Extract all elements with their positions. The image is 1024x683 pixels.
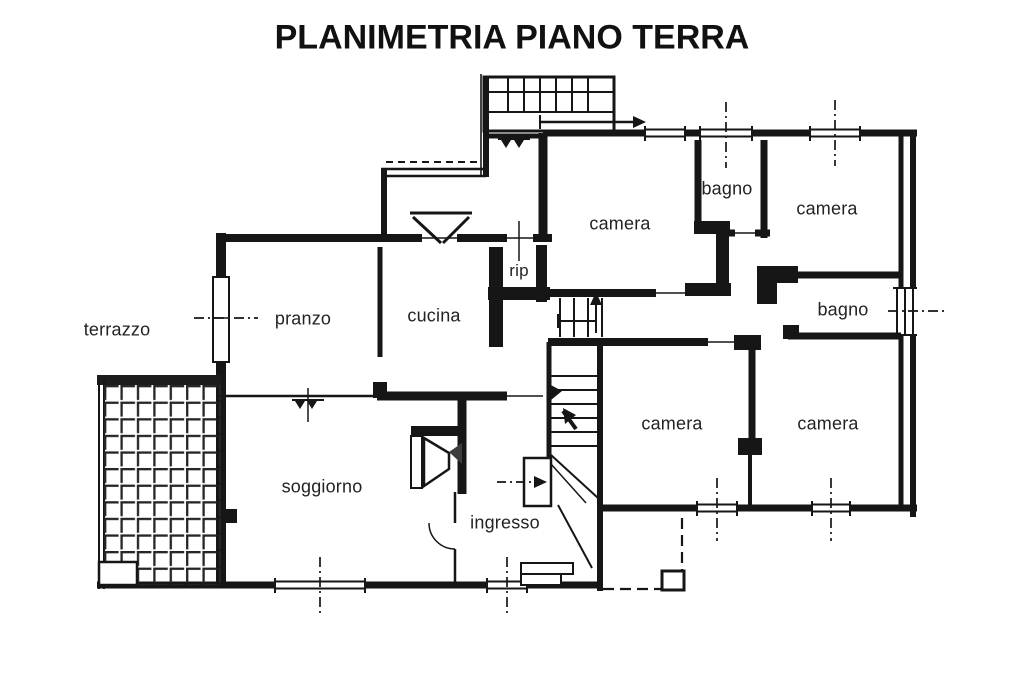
- vent-icon: [498, 138, 530, 148]
- external-staircase: [480, 74, 646, 177]
- porch-column: [660, 569, 686, 592]
- room-label-soggiorno: soggiorno: [281, 476, 363, 497]
- south-wall-right: [597, 478, 917, 541]
- room-label-camera-nw: camera: [589, 213, 651, 234]
- kitchen-bay: [381, 161, 486, 238]
- walls-group: [97, 74, 946, 617]
- window: [811, 478, 851, 541]
- duct-north: [685, 221, 731, 296]
- room-label-ingresso: ingresso: [470, 512, 540, 533]
- room-label-bagno-e: bagno: [817, 299, 869, 320]
- room-label-camera-ne: camera: [796, 198, 858, 219]
- east-wall: [888, 130, 946, 517]
- stair-direction-arrow: [539, 115, 646, 129]
- window: [696, 478, 738, 541]
- window: [809, 100, 861, 166]
- window: [194, 276, 258, 363]
- stair-arrow: [497, 476, 547, 488]
- room-label-cucina: cucina: [407, 305, 461, 326]
- porch-outline: [603, 518, 686, 592]
- rip-walls: [488, 245, 550, 347]
- entry-steps: [520, 562, 574, 586]
- camera-nw-walls: [538, 133, 702, 297]
- soggiorno-north-wall: [219, 382, 543, 401]
- splayed-door: [410, 211, 472, 245]
- room-label-camera-sw: camera: [641, 413, 703, 434]
- north-wall: [543, 100, 917, 168]
- vent-icon: [292, 388, 324, 422]
- room-label-rip: rip: [509, 261, 529, 280]
- page-title: PLANIMETRIA PIANO TERRA: [274, 18, 750, 57]
- tile-grid: [104, 385, 221, 585]
- bagno-east-walls: [783, 271, 901, 340]
- corridor-walls: [548, 335, 762, 508]
- window: [699, 102, 753, 168]
- fireplace: [410, 396, 467, 494]
- room-label-bagno-n: bagno: [701, 178, 753, 199]
- internal-staircase-lower: [497, 342, 603, 591]
- camera-ne-walls: [757, 140, 798, 304]
- soggiorno-ingresso-door: [428, 492, 457, 585]
- room-label-camera-se: camera: [797, 413, 859, 434]
- room-label-terrazzo: terrazzo: [83, 319, 151, 340]
- window: [644, 126, 686, 141]
- internal-staircase-upper: [557, 292, 603, 337]
- pranzo-north-wall: [217, 221, 552, 261]
- window: [274, 557, 366, 617]
- room-label-pranzo: pranzo: [274, 308, 332, 329]
- window: [888, 287, 946, 336]
- terrazzo-area: [97, 375, 221, 589]
